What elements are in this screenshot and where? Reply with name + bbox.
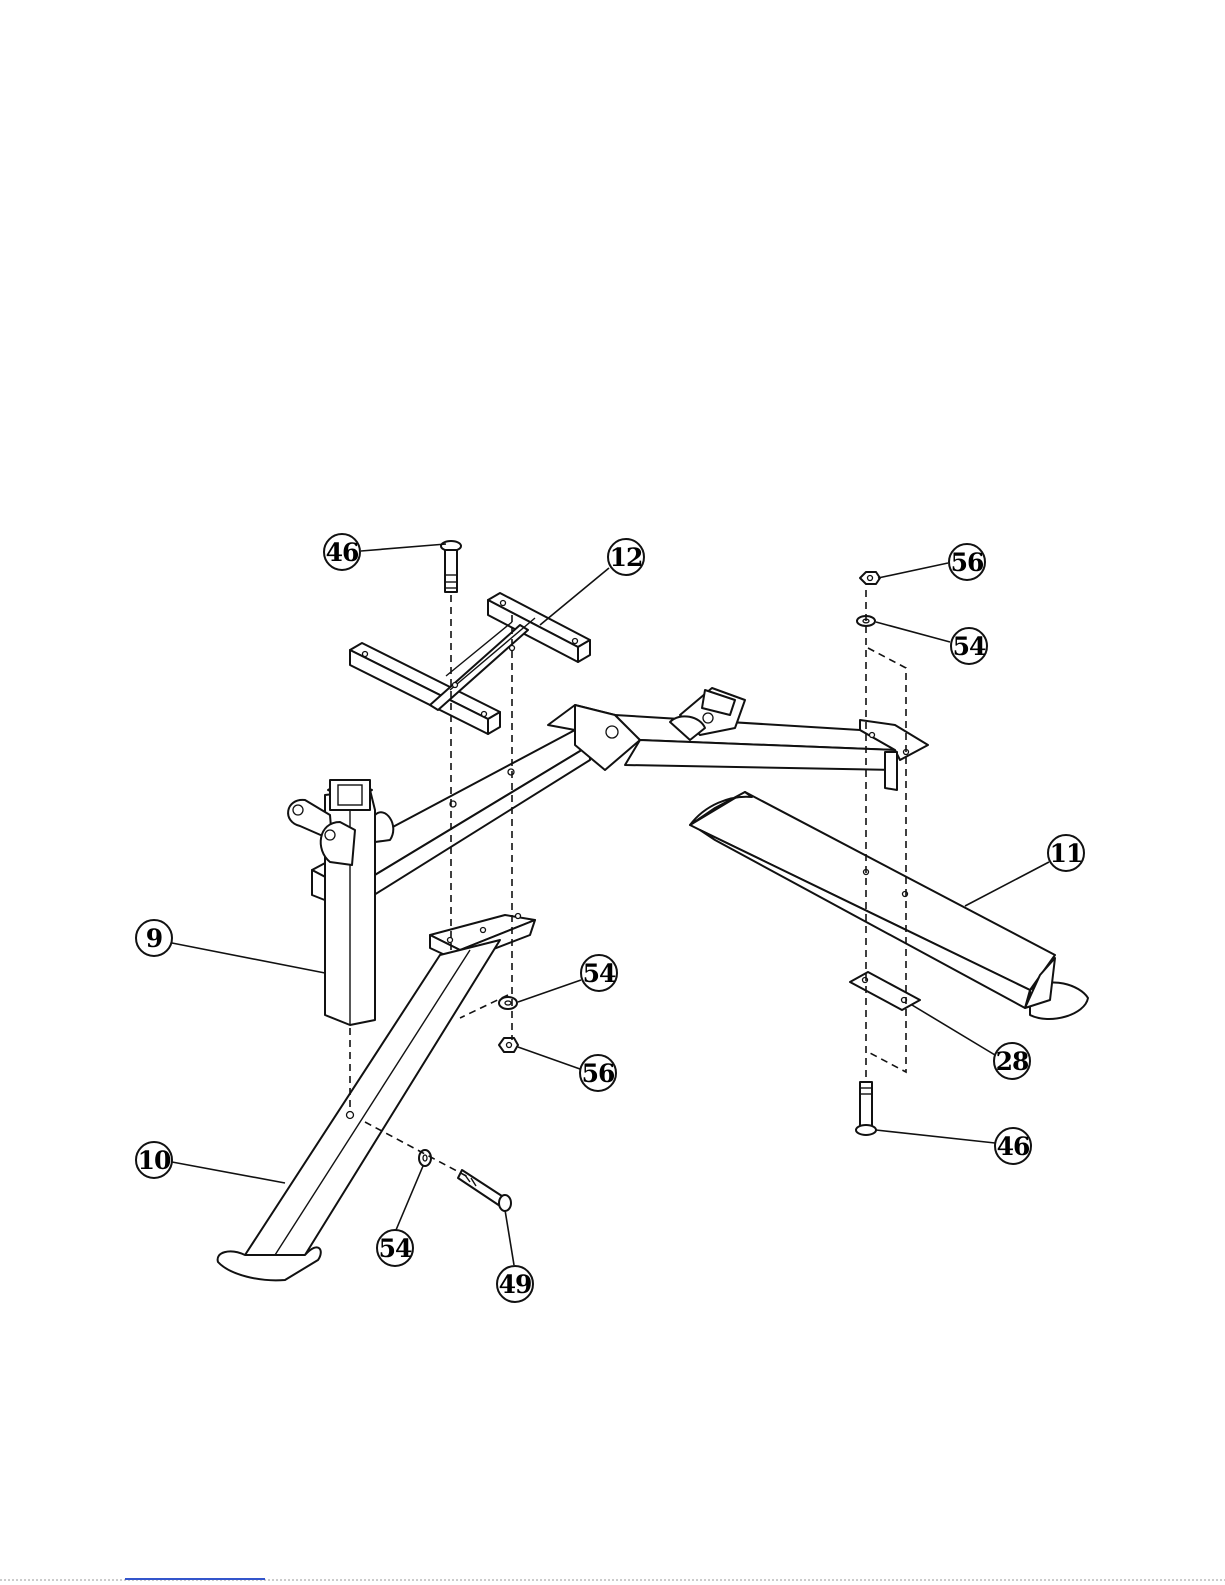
fastener-washer-54-mid [499, 997, 517, 1009]
callout-49: 49 [497, 1266, 533, 1302]
footer-link-underline[interactable] [125, 1578, 265, 1580]
svg-text:49: 49 [499, 1270, 532, 1299]
callout-56-mid: 56 [580, 1055, 616, 1091]
svg-text:54: 54 [379, 1234, 412, 1263]
svg-text:54: 54 [953, 632, 986, 661]
svg-text:12: 12 [610, 543, 643, 572]
svg-text:46: 46 [326, 538, 359, 567]
fastener-nut-56-mid [499, 1038, 518, 1052]
svg-text:56: 56 [951, 548, 984, 577]
callout-11: 11 [1048, 835, 1084, 871]
callout-10: 10 [136, 1142, 172, 1178]
part-28-plate [850, 972, 920, 1010]
callout-9: 9 [136, 920, 172, 956]
fastener-nut-56-top [860, 572, 880, 584]
callout-28: 28 [994, 1043, 1030, 1079]
callout-54-bottom: 54 [377, 1230, 413, 1266]
callout-54-mid: 54 [581, 955, 617, 991]
svg-text:11: 11 [1050, 839, 1083, 868]
svg-text:46: 46 [997, 1132, 1030, 1161]
callout-46-top: 46 [324, 534, 360, 570]
svg-text:54: 54 [583, 959, 616, 988]
callout-12: 12 [608, 539, 644, 575]
callout-56-top: 56 [949, 544, 985, 580]
svg-text:10: 10 [138, 1146, 171, 1175]
callout-54-top: 54 [951, 628, 987, 664]
callout-46-bottom: 46 [995, 1128, 1031, 1164]
fastener-bolt-46-bottom [856, 1082, 876, 1135]
svg-text:28: 28 [996, 1047, 1029, 1076]
fastener-bolt-46-top [441, 541, 461, 592]
part-10-leg [218, 914, 535, 1281]
svg-text:56: 56 [582, 1059, 615, 1088]
svg-text:9: 9 [146, 924, 162, 953]
